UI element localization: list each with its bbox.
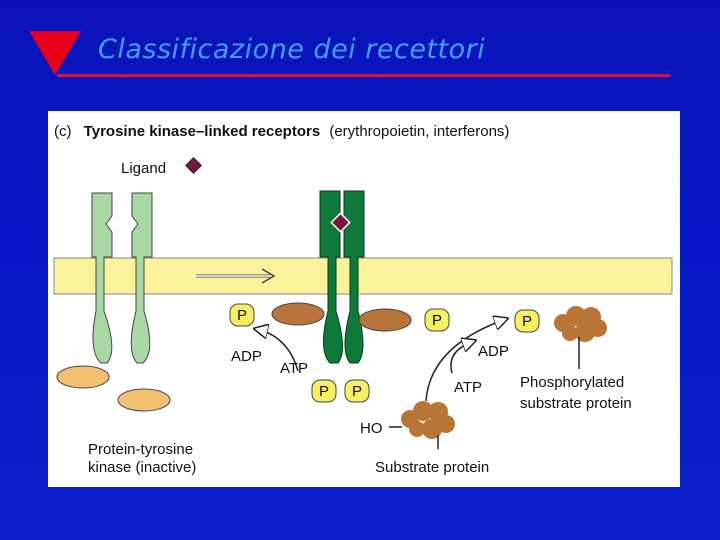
title-divider — [57, 74, 670, 77]
receptor-active-left — [319, 190, 343, 364]
ligand-label: Ligand — [121, 160, 166, 177]
panel-letter: (c) — [54, 123, 72, 140]
phosphate-receptor-right: P — [344, 379, 370, 403]
phosphate-kinase-left: P — [229, 303, 255, 327]
bound-ligand-icon — [330, 212, 351, 233]
adp-label-left: ADP — [231, 348, 262, 365]
phosphorylated-substrate-blob — [554, 306, 607, 342]
red-triangle-icon — [29, 31, 81, 75]
cell-membrane — [53, 257, 673, 295]
phosphate-substrate: P — [514, 309, 540, 333]
svg-text:P: P — [319, 383, 329, 400]
svg-text:(c) Tyrosine kinase–link: (c) Tyrosine kinase–linked receptors (er… — [54, 123, 509, 140]
substrate-protein-label: Substrate protein — [375, 459, 489, 476]
figure-panel: (c) Tyrosine kinase–linked receptors (er… — [48, 111, 680, 487]
kinase-inactive-1 — [56, 365, 110, 389]
receptor-diagram: (c) Tyrosine kinase–linked receptors (er… — [53, 123, 673, 476]
transition-arrow-icon — [261, 268, 276, 284]
atp-label-right: ATP — [454, 379, 482, 396]
kinase-inactive-2 — [117, 388, 171, 412]
substrate-phosphorylation-arrow — [425, 319, 506, 402]
phosphate-kinase-right: P — [424, 308, 450, 332]
atp-label-left: ATP — [280, 360, 308, 377]
receptor-inactive-left — [91, 192, 113, 364]
svg-text:P: P — [352, 383, 362, 400]
adp-label-right: ADP — [478, 343, 509, 360]
substrate-protein-blob — [401, 401, 455, 439]
ho-label: HO — [360, 420, 383, 437]
atp-adp-arrow-left — [256, 329, 299, 372]
kinase-active-left — [271, 302, 325, 326]
heading-bold: Tyrosine kinase–linked receptors — [84, 123, 321, 140]
svg-text:P: P — [522, 313, 532, 330]
svg-text:P: P — [237, 307, 247, 324]
heading-rest: (erythropoietin, interferons) — [329, 123, 509, 140]
kinase-inactive-label-line2: kinase (inactive) — [88, 459, 196, 476]
svg-text:P: P — [432, 312, 442, 329]
kinase-inactive-label-line1: Protein-tyrosine — [88, 441, 193, 458]
ligand-diamond-icon — [185, 157, 202, 174]
atp-adp-arrow-right — [450, 341, 474, 374]
receptor-inactive-right — [130, 192, 153, 364]
kinase-active-right — [358, 308, 412, 332]
slide-title: Classificazione dei recettori — [98, 34, 486, 65]
phosphorylated-label-line2: substrate protein — [520, 395, 632, 412]
phosphate-receptor-left: P — [311, 379, 337, 403]
phosphorylated-label-line1: Phosphorylated — [520, 374, 624, 391]
